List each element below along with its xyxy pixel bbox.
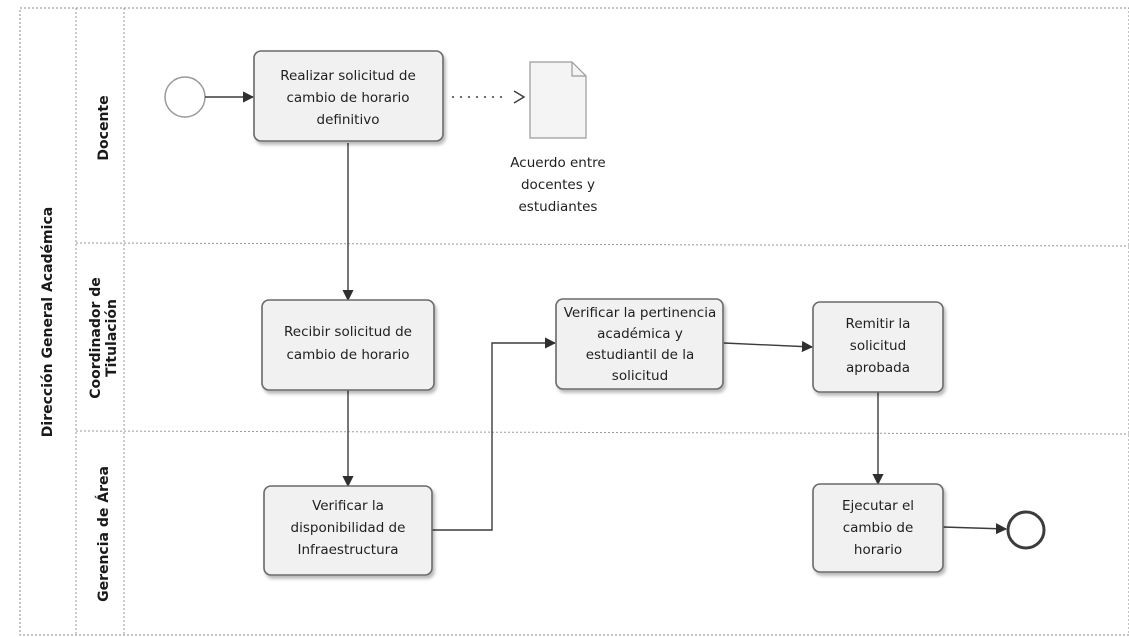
pool-label: Dirección General Académica (40, 207, 56, 437)
lane-separator-1 (75, 242, 1129, 247)
task-infra-line-1: Verificar la (312, 498, 384, 514)
lane-label-coordinador-line-1: Coordinador de (88, 277, 104, 399)
task-infra-box (263, 485, 433, 576)
task-recibir-line-2: cambio de horario (286, 347, 409, 363)
document-label-line-2: docentes y (521, 177, 595, 193)
task-ejecutar-line-2: cambio de (843, 520, 914, 536)
lane-label-coordinador: Coordinador de Titulación (88, 277, 120, 399)
start-event[interactable] (164, 76, 206, 118)
task-pertinencia-line-1: Verificar la pertinencia (564, 305, 716, 321)
task-recibir-line-1: Recibir solicitud de (284, 324, 412, 340)
task-remitir-box (812, 301, 944, 393)
task-realizar-line-2: cambio de horario (286, 90, 409, 106)
flow-infra-to-pertinencia (432, 337, 557, 531)
task-realizar-box (253, 50, 444, 142)
task-remitir-solicitud[interactable]: Remitir la solicitud aprobada (812, 301, 944, 393)
lane-label-coordinador-line-2: Titulación (104, 299, 120, 377)
task-ejecutar-box (812, 483, 944, 573)
task-recibir-solicitud[interactable]: Recibir solicitud de cambio de horario (261, 299, 435, 391)
task-remitir-line-3: aprobada (846, 360, 910, 376)
task-pertinencia-line-4: solicitud (612, 368, 668, 384)
task-infra-line-2: disponibilidad de (291, 520, 406, 536)
document-label-line-3: estudiantes (519, 199, 598, 215)
task-ejecutar-line-1: Ejecutar el (842, 498, 914, 514)
task-verificar-pertinencia[interactable]: Verificar la pertinencia académica y est… (555, 298, 724, 390)
document-fold (571, 62, 586, 77)
task-pertinencia-line-3: estudiantil de la (586, 347, 695, 363)
task-remitir-line-1: Remitir la (846, 316, 911, 332)
lane-label-gerencia: Gerencia de Área (95, 466, 112, 602)
task-realizar-solicitud[interactable]: Realizar solicitud de cambio de horario … (253, 50, 444, 142)
task-pertinencia-box (555, 298, 724, 390)
task-pertinencia-line-2: académica y (597, 326, 683, 342)
flow-ejecutar-to-end (942, 523, 1008, 535)
task-remitir-line-2: solicitud (850, 338, 906, 354)
task-ejecutar-cambio[interactable]: Ejecutar el cambio de horario (812, 483, 944, 573)
task-realizar-line-3: definitivo (317, 112, 380, 128)
document-label-line-1: Acuerdo entre (510, 155, 605, 171)
association-arrowhead (513, 90, 526, 104)
lane-label-docente: Docente (96, 95, 112, 160)
task-verificar-infraestructura[interactable]: Verificar la disponibilidad de Infraestr… (263, 485, 433, 576)
data-object-acuerdo[interactable] (529, 61, 587, 139)
document-icon (529, 61, 587, 139)
task-ejecutar-line-3: horario (854, 542, 902, 558)
task-realizar-line-1: Realizar solicitud de (280, 68, 416, 84)
task-infra-line-3: Infraestructura (298, 542, 399, 558)
flow-pertinencia-to-remitir (723, 340, 814, 353)
task-recibir-box (261, 299, 435, 391)
lane-separator-2 (75, 430, 1129, 435)
end-event[interactable] (1006, 510, 1046, 550)
